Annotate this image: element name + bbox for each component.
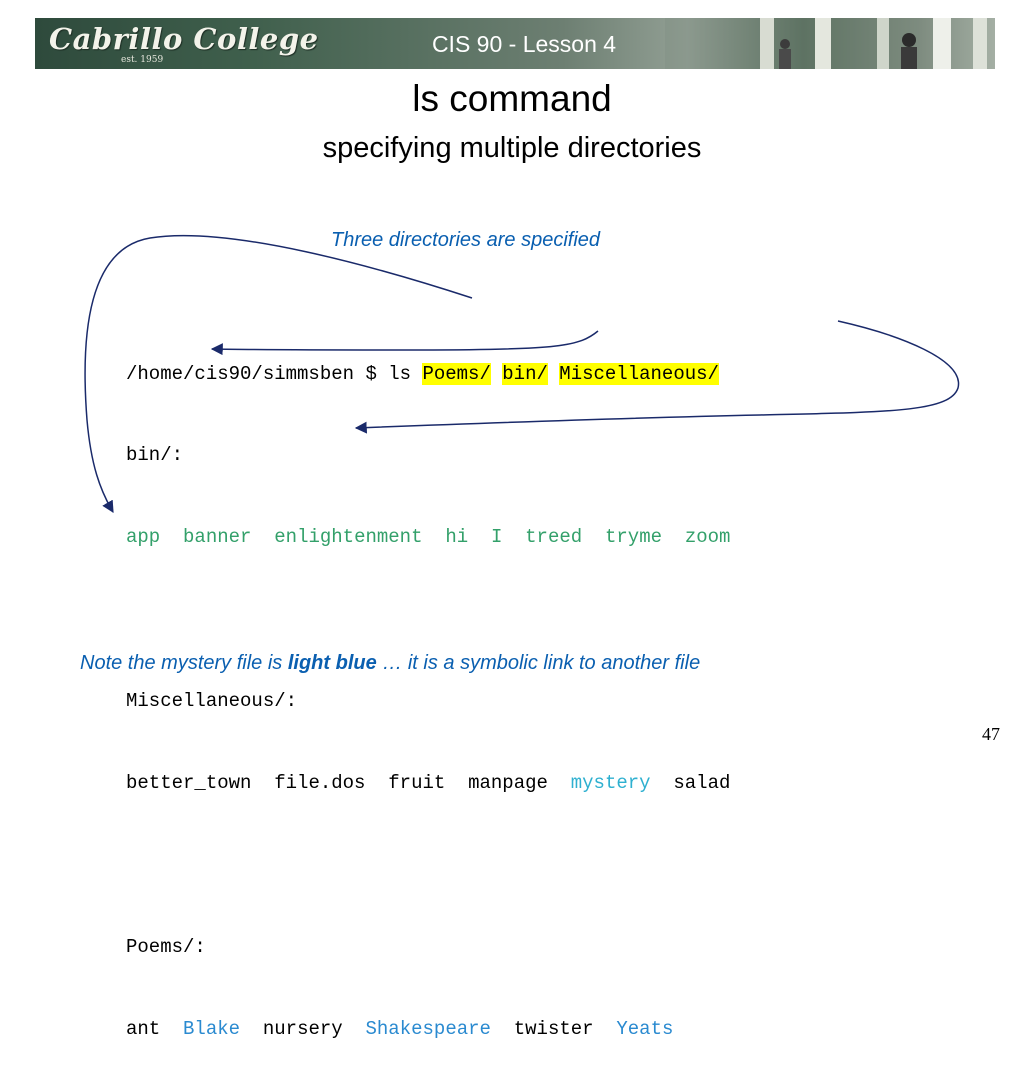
bin-header: bin/: <box>126 444 184 467</box>
blank-line <box>126 852 730 879</box>
campus-photo <box>665 18 995 69</box>
list-item: hi <box>445 526 469 549</box>
footnote-emphasis: light blue <box>287 652 377 674</box>
list-item: banner <box>183 526 252 549</box>
command-line: /home/cis90/simmsben $ ls Poems/ bin/ Mi… <box>126 361 730 388</box>
poems-listing: ant Blake nursery Shakespeare twister Ye… <box>126 1016 730 1043</box>
arrow-misc <box>354 320 960 434</box>
course-title: CIS 90 - Lesson 4 <box>431 31 617 57</box>
bin-listing: app banner enlightenment hi I treed trym… <box>126 524 730 551</box>
footnote: Note the mystery file is light blue … it… <box>80 652 700 675</box>
list-item: nursery <box>262 1017 343 1040</box>
list-item: treed <box>525 526 583 549</box>
arrow-bin <box>210 330 599 356</box>
arg-bin: bin/ <box>502 362 548 385</box>
list-item: app <box>126 526 161 549</box>
list-item: better_town <box>126 772 252 795</box>
misc-listing: better_town file.dos fruit manpage myste… <box>126 770 730 797</box>
arg-poems: Poems/ <box>422 362 491 385</box>
misc-header: Miscellaneous/: <box>126 690 298 713</box>
callout-text: Three directories are specified <box>331 229 601 251</box>
directory-item: Yeats <box>616 1017 674 1040</box>
list-item: twister <box>513 1017 594 1040</box>
list-item: manpage <box>468 772 548 795</box>
footnote-text: … it is a symbolic link to another file <box>376 652 701 674</box>
footnote-text: Note the mystery file is <box>80 652 288 674</box>
poems-header: Poems/: <box>126 935 206 958</box>
slide-title: ls command <box>412 78 612 119</box>
directory-item: Shakespeare <box>365 1017 491 1040</box>
list-item: file.dos <box>274 772 366 795</box>
shell-prompt: /home/cis90/simmsben $ ls <box>126 362 423 385</box>
arg-misc: Miscellaneous/ <box>559 362 719 385</box>
annotation-arrows <box>84 234 960 514</box>
list-item: fruit <box>388 772 446 795</box>
arrow-poems <box>84 234 473 514</box>
list-item: salad <box>673 772 731 795</box>
list-item: zoom <box>684 526 731 549</box>
college-logo: Cabrillo College <box>49 22 319 56</box>
college-logo-est: est. 1959 <box>121 55 164 65</box>
directory-item: Blake <box>183 1017 241 1040</box>
list-item: tryme <box>604 526 662 549</box>
list-item: ant <box>126 1017 161 1040</box>
list-item: enlightenment <box>274 526 423 549</box>
symlink-item: mystery <box>570 772 651 795</box>
page-number: 47 <box>982 724 1000 744</box>
slide-subtitle: specifying multiple directories <box>322 132 702 164</box>
list-item: I <box>490 526 503 549</box>
header-banner: Cabrillo College est. 1959 CIS 90 - Less… <box>35 18 995 69</box>
